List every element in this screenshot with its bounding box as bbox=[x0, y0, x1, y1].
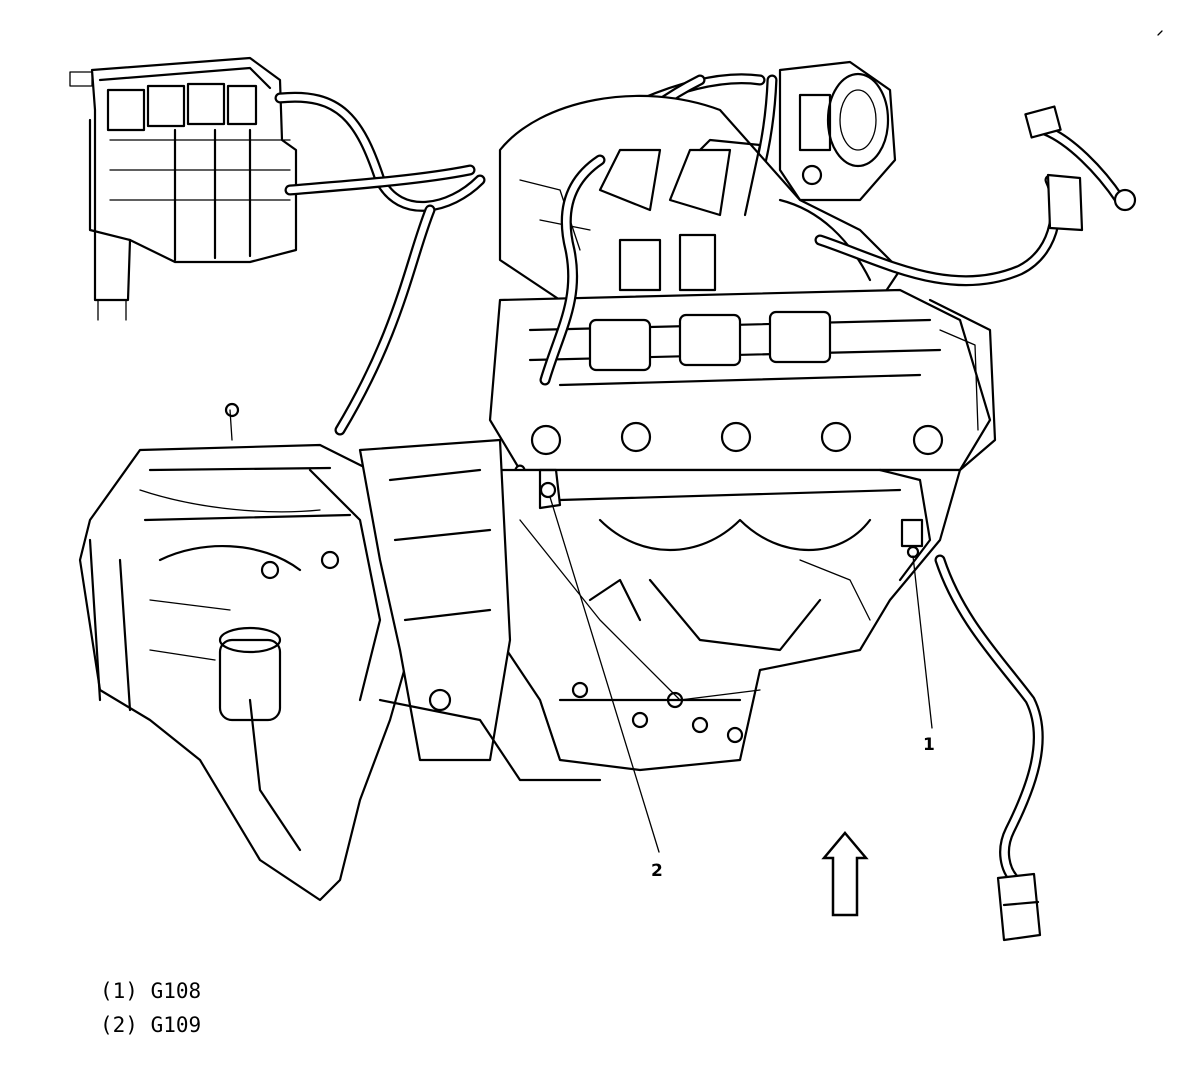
callout-leader-1 bbox=[912, 555, 933, 729]
right-harness bbox=[814, 105, 1137, 287]
lower-right-harness bbox=[934, 554, 1044, 942]
engine-block bbox=[498, 468, 962, 772]
ground-g109-area bbox=[538, 468, 562, 510]
engine-ground-location-diagram: 1 2 bbox=[69, 30, 1163, 942]
arrow-up-icon bbox=[821, 831, 869, 917]
legend: (1) G108 (2) G109 bbox=[100, 974, 201, 1042]
callout-number-2: 2 bbox=[651, 861, 663, 881]
callout-number-1: 1 bbox=[923, 735, 935, 755]
speck-mark bbox=[1157, 30, 1163, 36]
bellhousing bbox=[358, 438, 602, 782]
legend-item: (2) G109 bbox=[100, 1013, 202, 1037]
ground-g108-area bbox=[878, 468, 932, 582]
relay-block bbox=[69, 56, 298, 321]
transmission bbox=[78, 402, 412, 902]
callout-leader-2 bbox=[549, 496, 660, 853]
cylinder-head bbox=[488, 288, 997, 472]
legend-item: (1) G108 bbox=[100, 979, 202, 1003]
throttle-body bbox=[778, 60, 897, 202]
